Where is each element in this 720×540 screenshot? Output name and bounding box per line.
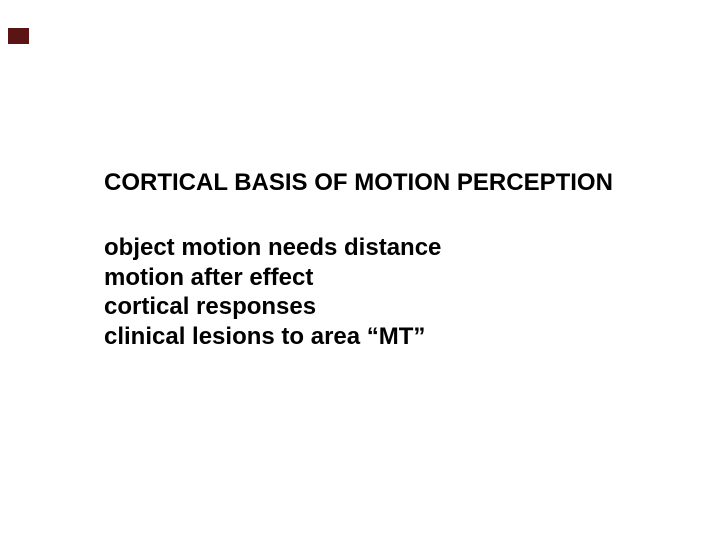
body-line: object motion needs distance xyxy=(104,234,442,261)
slide-body-text: object motion needs distance motion afte… xyxy=(104,233,441,351)
body-line: clinical lesions to area “MT” xyxy=(104,322,426,350)
slide-title: CORTICAL BASIS OF MOTION PERCEPTION xyxy=(104,169,613,196)
body-line: cortical responses xyxy=(104,293,317,320)
body-line: motion after effect xyxy=(104,263,314,291)
corner-accent-rectangle xyxy=(8,28,29,44)
